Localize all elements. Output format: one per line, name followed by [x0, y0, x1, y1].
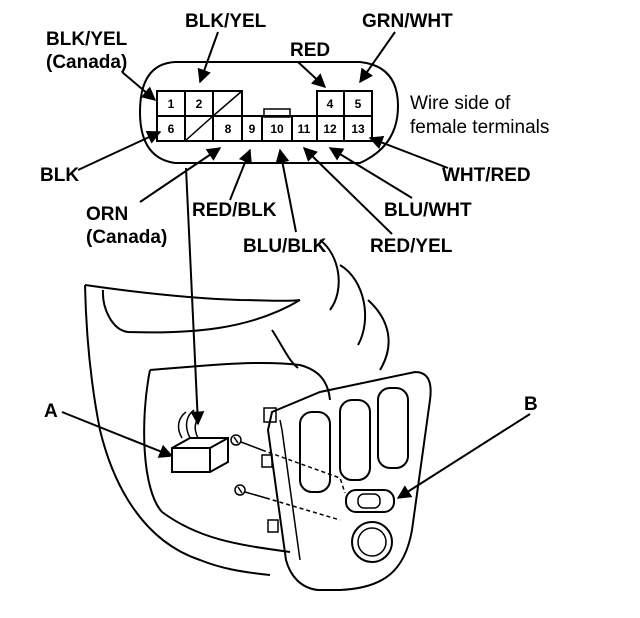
- panel-clip-low: [267, 519, 279, 533]
- connector-outline: [138, 61, 400, 164]
- leader-blk-yel-canada: [121, 71, 157, 101]
- mirror-switch: [345, 489, 395, 513]
- leader-grn-wht: [359, 31, 396, 84]
- label-blk-yel: BLK/YEL: [185, 11, 267, 32]
- label-wht-red: WHT/RED: [442, 165, 531, 186]
- panel-clip-top: [263, 407, 277, 423]
- screw-lower: [234, 484, 267, 499]
- switch-slot-left: [299, 411, 331, 493]
- part-a-connector: [171, 409, 229, 473]
- label-red: RED: [290, 40, 330, 61]
- leader-blk: [77, 130, 162, 171]
- dashed-guide-upper: [261, 449, 346, 494]
- leader-lines: [77, 31, 449, 426]
- knob-inner: [357, 527, 387, 557]
- dash-trim-curve: [271, 329, 299, 369]
- label-blk-yel-canada-note: (Canada): [46, 52, 127, 73]
- label-orn-canada: ORN: [86, 204, 128, 225]
- leader-red-blk: [229, 148, 252, 201]
- part-b-switch-panel: [261, 370, 432, 591]
- connector-lock-tab: [263, 108, 291, 118]
- switch-slot-middle: [339, 399, 371, 481]
- callout-b: B: [524, 394, 538, 415]
- leader-wht-red: [368, 135, 449, 169]
- pin-9: 9: [249, 122, 256, 136]
- dashboard-trim: [84, 239, 390, 576]
- empty-cavity-7: [184, 115, 214, 142]
- label-blk-yel-canada: BLK/YEL: [46, 29, 128, 50]
- pin-4: 4: [327, 97, 334, 111]
- label-grn-wht: GRN/WHT: [362, 11, 453, 32]
- switch-slot-right: [377, 387, 409, 469]
- leader-blu-blk: [275, 148, 297, 233]
- panel-clip-mid: [261, 454, 273, 468]
- pin-13: 13: [351, 122, 365, 136]
- harness-wire-2: [185, 409, 195, 439]
- switch-panel-side-edge: [279, 419, 301, 561]
- pin-11: 11: [298, 122, 311, 136]
- dash-upper-contour: [84, 284, 301, 302]
- dash-recess-edge: [101, 289, 301, 334]
- connector-face: 1 2 6 8 9 10 11 4 5 12 13: [138, 61, 400, 164]
- leader-a: [61, 411, 174, 458]
- knob-outer: [351, 521, 393, 563]
- leader-red: [297, 61, 327, 88]
- leader-connector-to-a: [185, 167, 205, 426]
- label-orn-canada-note: (Canada): [86, 227, 167, 248]
- dash-vent-edge-3: [367, 299, 390, 371]
- pin-1: 1: [168, 97, 175, 111]
- pin-6: 6: [168, 122, 175, 136]
- screw-upper: [230, 434, 263, 451]
- pin-8: 8: [225, 122, 232, 136]
- mirror-switch-knob: [357, 493, 381, 509]
- dash-left-contour: [84, 284, 271, 576]
- leader-blk-yel: [197, 31, 219, 84]
- label-blu-blk: BLU/BLK: [243, 236, 327, 257]
- dash-inner-ridge: [149, 361, 331, 401]
- empty-cavity-3: [212, 90, 243, 117]
- dash-vent-edge-1: [319, 239, 340, 311]
- callout-a: A: [44, 401, 58, 422]
- dash-vent-edge-2: [339, 264, 367, 346]
- dashed-guide-lower: [265, 497, 341, 521]
- pin-10: 10: [270, 122, 284, 136]
- pin-12: 12: [323, 122, 337, 136]
- note-wire-side-line1: Wire side of: [410, 93, 511, 114]
- label-red-blk: RED/BLK: [192, 200, 277, 221]
- switch-panel-outline: [266, 370, 432, 591]
- leader-red-yel: [302, 147, 393, 235]
- dash-pocket-edge: [143, 369, 291, 553]
- pin-5: 5: [355, 97, 362, 111]
- note-wire-side-line2: female terminals: [410, 117, 549, 138]
- label-blu-wht: BLU/WHT: [384, 200, 472, 221]
- label-blk: BLK: [40, 165, 79, 186]
- harness-wire-3: [194, 413, 203, 439]
- label-red-yel: RED/YEL: [370, 236, 453, 257]
- leader-blu-wht: [328, 147, 413, 199]
- pin-2: 2: [196, 97, 203, 111]
- leader-b: [396, 413, 531, 499]
- leader-orn: [139, 147, 222, 203]
- harness-wire-1: [177, 411, 187, 439]
